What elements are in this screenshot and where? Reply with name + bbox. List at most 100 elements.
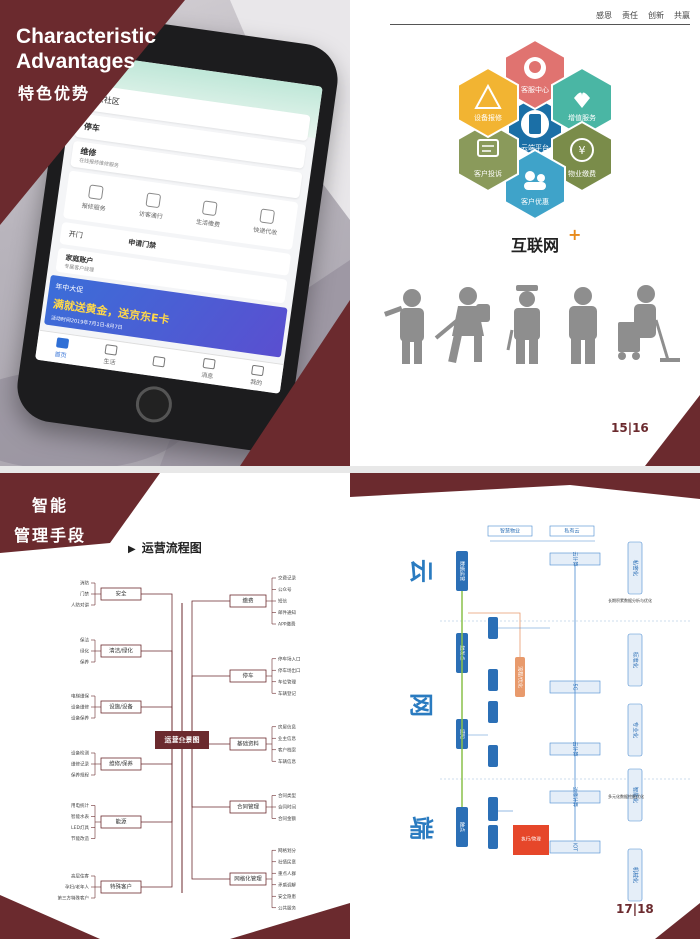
branch-line: [141, 706, 173, 740]
leaf-label: 公共服务: [278, 904, 296, 911]
pill-text: 流程/优化: [517, 666, 524, 688]
attribute-pill-label: 智能化: [632, 787, 640, 804]
page-number: 17|18: [616, 902, 654, 916]
leaf-label: 绿化: [80, 648, 89, 655]
attribute-pill: [627, 848, 643, 902]
branch-label: 缴费: [242, 597, 254, 605]
leaf-label: 保洁: [80, 637, 89, 644]
branch-line: [141, 650, 173, 740]
leaf-label: 车位管理: [278, 678, 296, 685]
hex-value-added: 增值服务: [551, 66, 613, 139]
receptionist-icon: [384, 289, 424, 364]
layer-label: 云: [407, 559, 435, 583]
operations-flow-page: 智能 管理手段 运营流程图 运营全景图安全消防门禁人防对讲清洁/绿化保洁绿化保养…: [0, 473, 350, 939]
leaf-label: 智能水表: [71, 813, 89, 820]
note-text: 多元化数据挖掘优化: [608, 793, 644, 799]
leaf-label: 高层住客: [71, 873, 89, 880]
leaf-label: 车辆登记: [278, 690, 296, 697]
middle-pill: [488, 745, 498, 767]
node-flow: [515, 657, 525, 697]
pill-text: 标准化: [632, 652, 640, 669]
attribute-pill: [627, 768, 643, 822]
nav-item: 共赢: [674, 11, 690, 20]
middle-pill: [488, 797, 498, 821]
cleaner-icon: [618, 285, 680, 362]
alert-box: [513, 825, 549, 855]
leaf-label: 矛盾调解: [278, 881, 296, 888]
spread-15-16: 智慧社区 停车 维修 在线报修维修服务 报修服务 访客通行 生活缴费 快递代收: [0, 0, 700, 466]
cloud-network-page: 云网端智慧物业私有云私密化标准化专业化智能化机械化数据运营触发点感知触点流程/优…: [350, 473, 700, 939]
maroon-triangle: [0, 0, 350, 466]
leaf-label: 合同金额: [278, 815, 296, 822]
node-data-ops: [456, 551, 468, 591]
corner-triangle: [645, 395, 700, 466]
pill-text: 私密化: [632, 560, 640, 577]
page-number: 15|16: [611, 421, 649, 435]
pill-text: 智能化: [632, 787, 640, 804]
leaf-label: 社情民意: [278, 858, 296, 865]
section-title-cn: 特色优势: [18, 84, 91, 103]
hexagon-diagram: 云端平台 客服中心 增值服务 ¥ 物业缴费: [384, 38, 700, 466]
middle-pill: [488, 617, 498, 639]
node-cloud-compute-label: 云计算: [572, 551, 579, 566]
leaf-label: 合同类型: [278, 792, 296, 799]
branch-label: 能源: [115, 818, 127, 826]
mind-map: 运营全景图安全消防门禁人防对讲清洁/绿化保洁绿化保养设施/设备电梯维保设备维修设…: [58, 575, 301, 912]
layer-label-text: 云: [407, 559, 435, 583]
layer-label-text: 端: [407, 816, 435, 840]
layer-label: 网: [407, 693, 435, 717]
leaf-label: 车辆信息: [278, 758, 296, 765]
branch-line: [141, 593, 173, 740]
flowchart-title: 运营流程图: [128, 539, 202, 556]
leaf-label: 房屋信息: [278, 723, 296, 730]
attribute-pill-label: 机械化: [632, 867, 640, 884]
header-box: [549, 525, 595, 537]
nav-item: 创新: [648, 11, 664, 20]
box-text: 5G: [572, 683, 578, 690]
section-title-en: Characteristic Advantages: [16, 25, 157, 73]
spread-divider: [0, 466, 700, 473]
leaf-label: 设备保养: [71, 715, 89, 722]
page17-shapes: [0, 473, 350, 939]
middle-pill: [488, 669, 498, 691]
branch-label: 合同管理: [237, 803, 260, 811]
leaf-label: 网格划分: [278, 847, 296, 854]
leaf-label: 合同时间: [278, 804, 296, 811]
leaf-label: 第三方特殊客户: [58, 895, 90, 902]
pill-text: 数据运营: [459, 561, 466, 581]
svg-text:设备报修: 设备报修: [474, 113, 502, 122]
attribute-pill-label: 私密化: [632, 560, 640, 577]
pill-text: 机械化: [632, 867, 640, 884]
layer-label-text: 网: [407, 693, 435, 717]
nav-item: 责任: [622, 11, 638, 20]
node-5g-label: 5G: [572, 683, 578, 690]
leaf-label: 安全隐患: [278, 893, 296, 900]
hex-repair: 设备报修: [457, 66, 519, 139]
header-nav: 感恩 责任 创新 共赢: [390, 10, 690, 24]
header-rule: [390, 24, 690, 25]
branch-label: 特殊客户: [110, 883, 132, 891]
branch-line: [191, 740, 230, 808]
box-text: 云计算: [572, 551, 579, 566]
branch-line: [191, 600, 230, 740]
leaf-label: LED灯具: [71, 824, 89, 831]
svg-text:客户投诉: 客户投诉: [474, 169, 502, 178]
note-text: 长期积累数据分析与优化: [608, 597, 652, 603]
node-touch-2: [456, 807, 468, 847]
middle-pill: [488, 701, 498, 723]
attribute-pill-label: 专业化: [632, 722, 640, 739]
leaf-label: 人防对讲: [71, 602, 89, 609]
svg-text:客服中心: 客服中心: [521, 85, 549, 94]
leaf-label: 设备检测: [71, 750, 89, 757]
leaf-label: 停车场出口: [278, 667, 301, 674]
branch-label: 维修/保养: [109, 760, 133, 768]
branch-label: 设施/设备: [109, 703, 133, 711]
node-touch-2-label: 触点: [459, 822, 466, 832]
security-guard-icon: [506, 285, 540, 364]
leaf-label: 交费记录: [278, 575, 296, 582]
yen-icon: ¥: [579, 144, 586, 157]
technician-icon: [569, 287, 597, 364]
architecture-diagram: 云网端智慧物业私有云私密化标准化专业化智能化机械化数据运营触发点感知触点流程/优…: [407, 525, 690, 902]
leaf-label: 保养: [80, 659, 89, 666]
